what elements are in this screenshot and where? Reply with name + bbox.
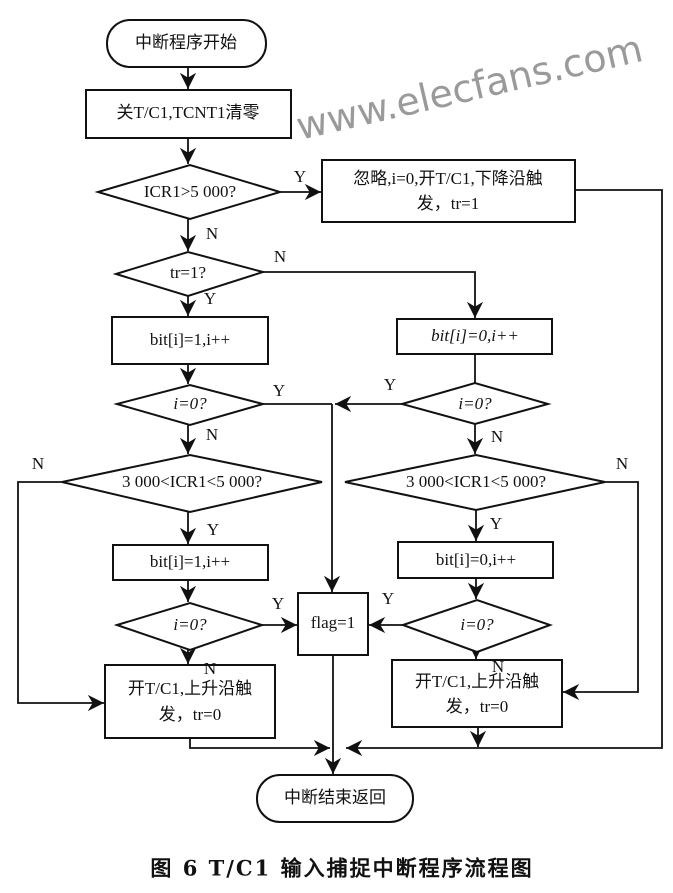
process-label: bit[i]=0,i++ [436,550,516,569]
branch-labels: Y N N Y Y Y N N N N Y Y Y Y N N [32,167,628,678]
label-yes: Y [204,289,216,308]
decision-icr-gt-5000: ICR1>5 000? [94,163,284,221]
label-yes: Y [384,375,396,394]
decision-label: i=0? [458,394,492,413]
label-no: N [491,427,503,446]
set-bit1-a: bit[i]=1,i++ [111,316,269,365]
label-yes: Y [207,520,219,539]
ignore-process: 忽略,i=0,开T/C1,下降沿触 发，tr=1 [321,159,576,223]
set-bit0-b: bit[i]=0,i++ [397,541,554,579]
decision-label: i=0? [460,615,494,634]
process-label: bit[i]=0,i++ [431,326,519,345]
decision-label: 3 000<ICR1<5 000? [406,472,546,491]
end-terminal: 中断结束返回 [256,774,414,823]
process-label-1: 开T/C1,上升沿触 [128,679,252,698]
label-yes: Y [273,381,285,400]
decision-label: 3 000<ICR1<5 000? [122,472,262,491]
rising-edge-right: 开T/C1,上升沿触 发，tr=0 [391,659,563,728]
decision-label: i=0? [173,615,207,634]
ignore-label-1: 忽略,i=0,开T/C1,下降沿触 [353,169,543,188]
decision-tr: tr=1? [112,250,267,298]
label-no: N [32,454,44,473]
decision-i0-left-2: i=0? [113,601,266,652]
process-label-2: 发，tr=0 [446,697,508,716]
process-label-2: 发，tr=0 [159,705,221,724]
process-label: bit[i]=1,i++ [150,330,230,349]
process-label: bit[i]=1,i++ [150,552,230,571]
flag-label: flag=1 [311,613,356,632]
set-bit0-a: bit[i]=0,i++ [396,318,553,355]
ignore-label-2: 发，tr=1 [417,194,479,213]
label-yes: Y [490,514,502,533]
start-label: 中断程序开始 [135,33,237,52]
label-yes: Y [294,167,306,186]
connectors [17,67,663,774]
decision-i0-left-1: i=0? [113,383,267,427]
watermark: www.elecfans.com [292,26,647,148]
decision-label: tr=1? [170,263,206,282]
label-yes: Y [272,594,284,613]
decision-i0-right-2: i=0? [399,598,553,654]
label-no: N [274,247,286,266]
label-no: N [616,454,628,473]
flag-process: flag=1 [297,592,369,656]
label-no: N [206,224,218,243]
rising-edge-left: 开T/C1,上升沿触 发，tr=0 [104,664,276,739]
init-process: 关T/C1,TCNT1清零 [85,89,292,139]
start-terminal: 中断程序开始 [106,19,267,68]
decision-i0-right-1: i=0? [398,381,552,426]
set-bit1-b: bit[i]=1,i++ [112,544,269,581]
label-no: N [204,659,216,678]
process-label-1: 开T/C1,上升沿触 [415,672,539,691]
figure-caption: 图 6 T/C1 输入捕捉中断程序流程图 [150,856,533,881]
decision-label: ICR1>5 000? [144,182,236,201]
label-yes: Y [382,589,394,608]
end-label: 中断结束返回 [284,788,386,807]
decision-range-right: 3 000<ICR1<5 000? [344,453,606,512]
label-no: N [492,657,504,676]
decision-range-left: 3 000<ICR1<5 000? [61,453,323,514]
decision-label: i=0? [173,394,207,413]
init-label: 关T/C1,TCNT1清零 [116,103,259,122]
label-no: N [206,425,218,444]
